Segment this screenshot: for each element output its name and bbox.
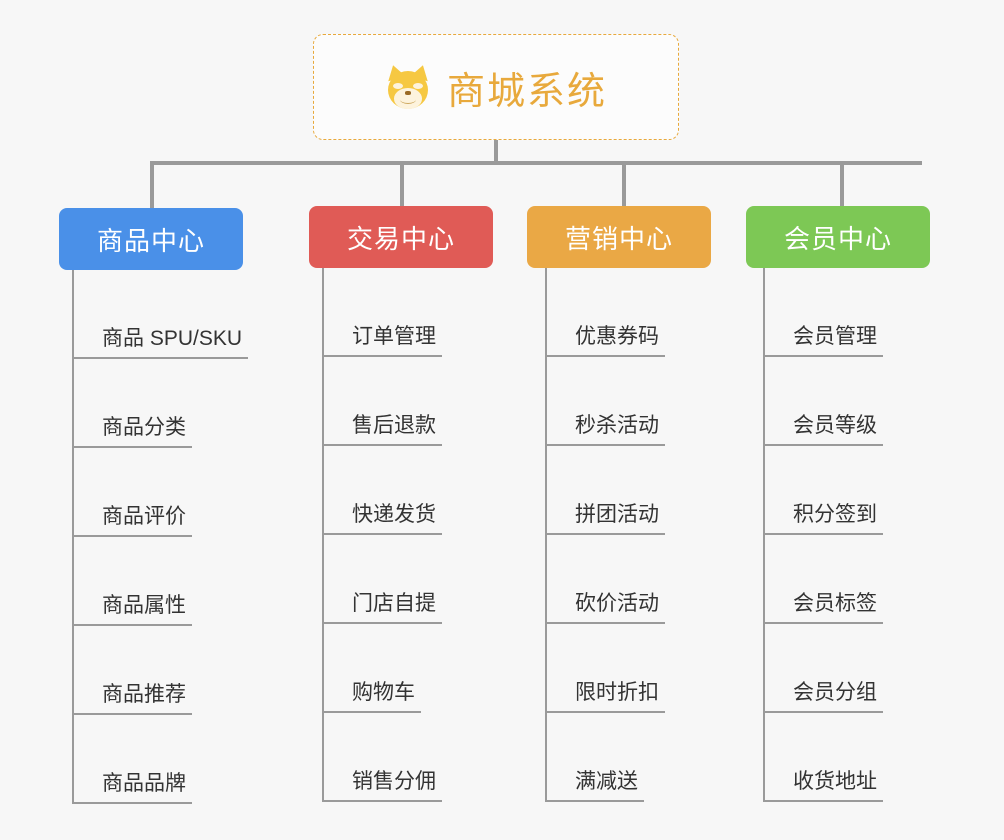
category-box-1[interactable]: 交易中心 bbox=[309, 206, 493, 268]
leaf-item[interactable]: 商品评价 bbox=[72, 448, 192, 537]
leaf-item-label: 拼团活动 bbox=[545, 503, 665, 535]
leaf-item[interactable]: 购物车 bbox=[322, 624, 421, 713]
leaf-item-label: 订单管理 bbox=[322, 325, 442, 357]
category-label: 商品中心 bbox=[96, 225, 205, 256]
leaf-item-label: 商品 SPU/SKU bbox=[72, 327, 249, 359]
leaf-item-label: 销售分佣 bbox=[322, 770, 442, 802]
shiba-dog-icon bbox=[384, 62, 432, 110]
category-box-0[interactable]: 商品中心 bbox=[59, 208, 243, 270]
leaf-item-label: 限时折扣 bbox=[545, 681, 665, 713]
leaf-item[interactable]: 销售分佣 bbox=[322, 713, 442, 802]
leaf-item[interactable]: 商品推荐 bbox=[72, 626, 192, 715]
leaf-item[interactable]: 秒杀活动 bbox=[545, 357, 665, 446]
branch-2: 优惠券码秒杀活动拼团活动砍价活动限时折扣满减送 bbox=[545, 268, 775, 802]
leaf-item[interactable]: 商品分类 bbox=[72, 359, 192, 448]
leaf-item[interactable]: 会员标签 bbox=[763, 535, 883, 624]
connector-drop-2 bbox=[400, 161, 404, 210]
leaf-item[interactable]: 收货地址 bbox=[763, 713, 883, 802]
leaf-item[interactable]: 门店自提 bbox=[322, 535, 442, 624]
leaf-item[interactable]: 积分签到 bbox=[763, 446, 883, 535]
branch-spine bbox=[545, 268, 547, 802]
leaf-item[interactable]: 会员分组 bbox=[763, 624, 883, 713]
branch-spine bbox=[72, 270, 74, 804]
leaf-item-label: 积分签到 bbox=[763, 503, 883, 535]
leaf-item-label: 门店自提 bbox=[322, 592, 442, 624]
leaf-item[interactable]: 商品品牌 bbox=[72, 715, 192, 804]
connector-root-stem bbox=[494, 140, 498, 163]
leaf-item-label: 优惠券码 bbox=[545, 325, 665, 357]
leaf-item-label: 商品属性 bbox=[72, 594, 192, 626]
leaf-item-label: 商品评价 bbox=[72, 505, 192, 537]
leaf-item[interactable]: 砍价活动 bbox=[545, 535, 665, 624]
leaf-item-label: 购物车 bbox=[322, 681, 421, 713]
leaf-item[interactable]: 限时折扣 bbox=[545, 624, 665, 713]
branch-spine bbox=[763, 268, 765, 802]
leaf-item-label: 收货地址 bbox=[763, 770, 883, 802]
connector-horizontal-bus bbox=[150, 161, 922, 165]
leaf-item-label: 会员标签 bbox=[763, 592, 883, 624]
leaf-item-label: 商品推荐 bbox=[72, 683, 192, 715]
leaf-item-label: 会员等级 bbox=[763, 414, 883, 446]
branch-3: 会员管理会员等级积分签到会员标签会员分组收货地址 bbox=[763, 268, 993, 802]
category-box-3[interactable]: 会员中心 bbox=[746, 206, 930, 268]
leaf-item[interactable]: 会员等级 bbox=[763, 357, 883, 446]
leaf-item-label: 会员管理 bbox=[763, 325, 883, 357]
leaf-item[interactable]: 商品属性 bbox=[72, 537, 192, 626]
branch-0: 商品 SPU/SKU 商品分类商品评价商品属性商品推荐商品品牌 bbox=[72, 270, 302, 804]
leaf-item-label: 砍价活动 bbox=[545, 592, 665, 624]
category-label: 会员中心 bbox=[783, 223, 892, 254]
leaf-item-label: 商品分类 bbox=[72, 416, 192, 448]
leaf-item[interactable]: 会员管理 bbox=[763, 268, 883, 357]
category-label: 交易中心 bbox=[346, 223, 455, 254]
leaf-item[interactable]: 订单管理 bbox=[322, 268, 442, 357]
leaf-item[interactable]: 快递发货 bbox=[322, 446, 442, 535]
leaf-item-label: 满减送 bbox=[545, 770, 644, 802]
category-box-2[interactable]: 营销中心 bbox=[527, 206, 711, 268]
connector-drop-1 bbox=[150, 161, 154, 210]
root-node[interactable]: 商城系统 bbox=[313, 34, 679, 140]
leaf-item-label: 会员分组 bbox=[763, 681, 883, 713]
leaf-item-label: 商品品牌 bbox=[72, 772, 192, 804]
leaf-item[interactable]: 优惠券码 bbox=[545, 268, 665, 357]
category-label: 营销中心 bbox=[564, 223, 673, 254]
leaf-item[interactable]: 售后退款 bbox=[322, 357, 442, 446]
leaf-item[interactable]: 拼团活动 bbox=[545, 446, 665, 535]
leaf-item-label: 秒杀活动 bbox=[545, 414, 665, 446]
leaf-item-label: 快递发货 bbox=[322, 503, 442, 535]
connector-drop-4 bbox=[840, 161, 844, 210]
branch-1: 订单管理售后退款快递发货门店自提购物车销售分佣 bbox=[322, 268, 552, 802]
leaf-item[interactable]: 商品 SPU/SKU bbox=[72, 270, 249, 359]
connector-drop-3 bbox=[622, 161, 626, 210]
branch-spine bbox=[322, 268, 324, 802]
leaf-item-label: 售后退款 bbox=[322, 414, 442, 446]
root-title: 商城系统 bbox=[446, 70, 607, 113]
leaf-item[interactable]: 满减送 bbox=[545, 713, 644, 802]
